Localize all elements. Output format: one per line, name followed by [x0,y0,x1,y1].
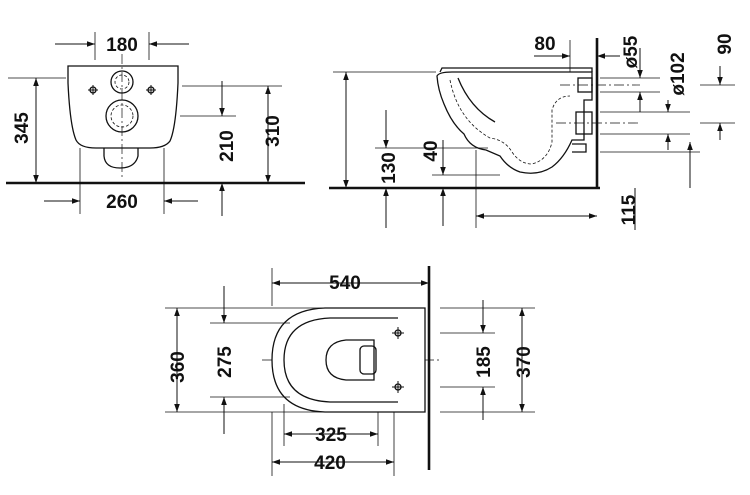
front-bolt-left [88,85,98,95]
dim-top-540: 540 [329,273,361,294]
dim-front-310: 310 [263,115,284,147]
front-bowl-outline [67,65,179,149]
dim-top-420: 420 [314,453,346,474]
dim-side-dia102: ø102 [668,52,689,95]
top-seat-ring [283,317,398,403]
side-bowl-outline [436,71,593,174]
dim-top-185: 185 [474,346,495,378]
front-water-inlet [110,70,134,94]
dim-top-275: 275 [215,346,236,378]
front-water-inlet-inner [114,74,130,90]
top-bolt-lower [392,381,404,393]
top-hinge-cover [359,345,377,375]
dim-top-325: 325 [315,425,347,446]
top-bolt-upper [392,327,404,339]
front-view: 180 345 210 310 260 [6,32,305,216]
side-trap-line [449,79,571,165]
front-bowl-trap [103,148,139,169]
dim-side-90: 90 [715,33,736,54]
top-bowl-outer [271,307,426,413]
top-bowl-opening [325,339,375,381]
side-bracket [572,143,587,153]
side-view: 80 ø55 ø102 90 130 40 [329,33,736,230]
side-seat [439,67,593,73]
top-view: 540 360 275 185 370 325 420 [165,266,535,476]
dim-top-370: 370 [514,346,535,378]
dim-side-130: 130 [379,152,400,184]
dim-front-260: 260 [106,192,138,213]
dim-top-360: 360 [168,351,189,383]
dim-side-dia55: ø55 [621,35,642,68]
dim-front-210: 210 [217,130,238,162]
front-bolt-right [146,85,156,95]
side-bowl-inner [457,77,496,123]
dim-front-180: 180 [106,35,138,56]
dim-side-80: 80 [534,34,555,55]
dim-side-40: 40 [421,140,442,161]
front-waste-outlet [105,99,139,133]
dim-front-345: 345 [12,112,33,144]
dim-side-115: 115 [619,194,640,225]
front-waste-outlet-inner [110,104,134,128]
